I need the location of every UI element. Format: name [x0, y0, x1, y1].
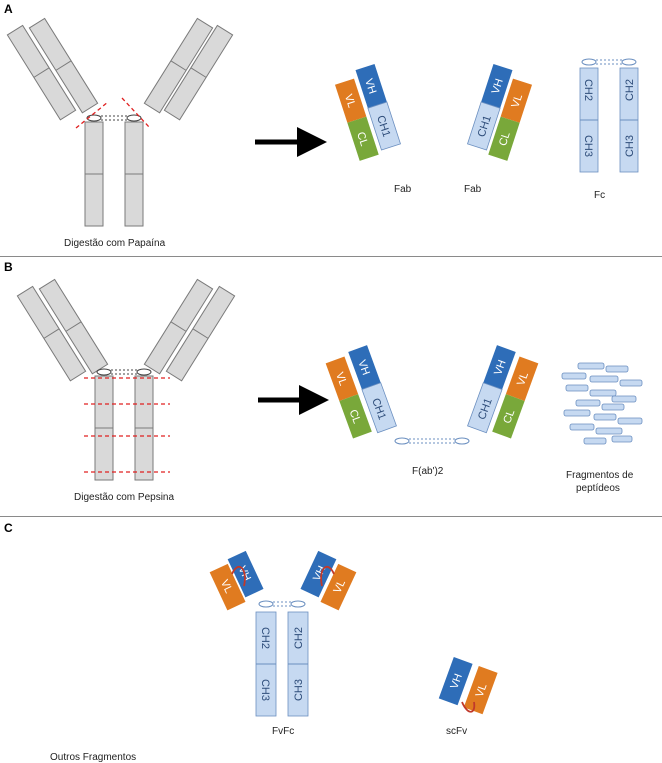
svg-text:VH: VH: [490, 77, 506, 95]
svg-text:CL: CL: [501, 408, 517, 425]
svg-text:VL: VL: [333, 371, 349, 388]
svg-text:VL: VL: [509, 93, 525, 110]
other-fragments-caption: Outros Fragmentos: [50, 752, 137, 763]
svg-text:CH3: CH3: [293, 679, 305, 701]
svg-text:VH: VH: [355, 358, 372, 377]
svg-text:CH2: CH2: [293, 627, 305, 649]
fab-fragment-2: VH CH1 VL CL: [467, 63, 533, 161]
panel-b-letter: B: [4, 260, 13, 274]
svg-text:CH3: CH3: [259, 679, 271, 701]
intact-antibody-a: [6, 17, 234, 227]
svg-text:CL: CL: [497, 130, 513, 147]
svg-text:CH2: CH2: [582, 79, 594, 101]
scfv-fragment: VH VL: [438, 657, 498, 715]
panel-c: VL VH VH VL: [209, 550, 498, 717]
fab-label-1: Fab: [394, 184, 412, 195]
fab2-label: F(ab')2: [412, 466, 444, 477]
peptides-label-line1: Fragmentos de: [566, 470, 634, 481]
fc-label: Fc: [594, 190, 606, 201]
svg-text:VL: VL: [474, 682, 490, 699]
svg-text:CH3: CH3: [624, 135, 636, 157]
svg-text:VH: VH: [448, 672, 465, 691]
hinge-a: [86, 114, 142, 122]
svg-text:CL: CL: [354, 130, 370, 147]
svg-text:CL: CL: [347, 408, 363, 425]
svg-text:VL: VL: [515, 371, 531, 388]
divider-b-c: [0, 516, 662, 517]
pepsin-digestion-caption: Digestão com Pepsina: [74, 492, 175, 503]
svg-text:VH: VH: [492, 358, 509, 377]
fab-label-2: Fab: [464, 184, 482, 195]
panel-b: VL CL VH CH1 VH CH1 VL CL: [16, 278, 643, 481]
svg-text:VL: VL: [218, 578, 235, 595]
intact-antibody-b: [16, 278, 236, 481]
hinge-b: [96, 368, 152, 376]
peptides-label-line2: peptídeos: [576, 483, 620, 494]
panel-a-letter: A: [4, 2, 13, 16]
peptide-fragments: [561, 362, 643, 445]
divider-a-b: [0, 256, 662, 257]
svg-text:CH2: CH2: [259, 627, 271, 649]
fab2-fragment: VL CL VH CH1 VH CH1 VL CL: [325, 345, 539, 445]
panel-a: VL CL VH CH1 VH CH1 VL CL: [6, 17, 639, 227]
pepsin-cleavage-lines: [84, 377, 170, 473]
fvfc-label: FvFc: [272, 726, 295, 737]
papain-digestion-caption: Digestão com Papaína: [64, 238, 166, 249]
fvfc-fragment: VL VH VH VL: [209, 550, 357, 717]
svg-text:VL: VL: [331, 578, 348, 595]
panel-c-letter: C: [4, 521, 13, 535]
svg-text:VL: VL: [342, 93, 358, 110]
scfv-label: scFv: [446, 726, 468, 737]
svg-text:CH3: CH3: [582, 135, 594, 157]
fc-fragment: CH2 CH3 CH2 CH3: [579, 58, 639, 173]
fab-fragment-1: VL CL VH CH1: [334, 63, 401, 161]
svg-text:VH: VH: [362, 77, 378, 95]
svg-text:CH2: CH2: [624, 79, 636, 101]
